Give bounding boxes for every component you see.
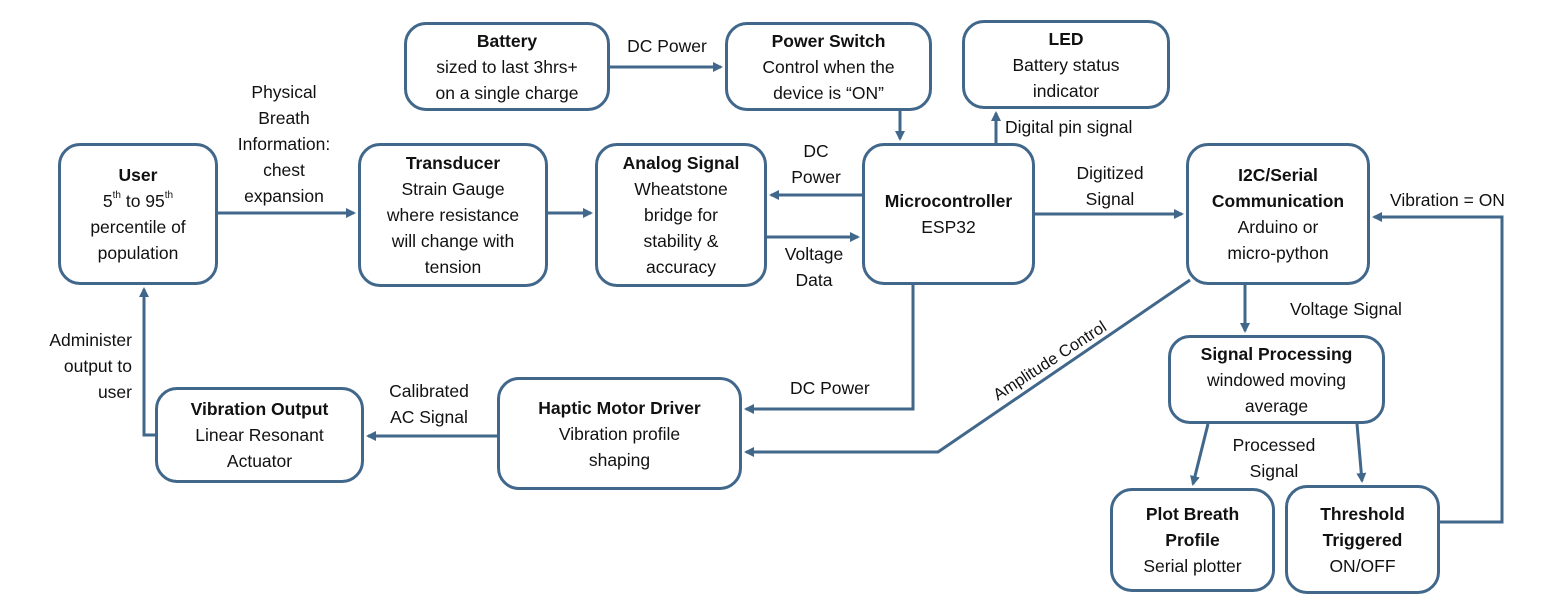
node-text: stability & xyxy=(643,231,719,251)
label-digital-pin-signal: Digital pin signal xyxy=(1005,117,1133,137)
label-breath-info: Physical Breath Information: chest expan… xyxy=(237,82,331,206)
node-text: will change with xyxy=(391,231,515,251)
node-text: bridge for xyxy=(644,205,718,225)
node-vibration-output: Vibration Output Linear Resonant Actuato… xyxy=(155,387,364,483)
node-text: sized to last 3hrs+ xyxy=(436,56,578,77)
edge-signalproc-threshold xyxy=(1355,423,1367,483)
node-transducer: Transducer Strain Gauge where resistance… xyxy=(358,143,548,287)
label-dc-power-haptic: DC Power xyxy=(790,378,870,398)
node-title: Power Switch xyxy=(771,30,886,51)
node-title: Profile xyxy=(1165,530,1220,550)
node-title: I2C/Serial xyxy=(1238,165,1318,185)
node-analog-signal: Analog Signal Wheatstone bridge for stab… xyxy=(595,143,767,287)
node-text: Wheatstone xyxy=(634,179,728,199)
node-text: shaping xyxy=(588,449,651,470)
node-text: indicator xyxy=(1032,80,1100,101)
node-text: Linear Resonant xyxy=(195,425,324,445)
node-threshold-triggered: Threshold Triggered ON/OFF xyxy=(1285,485,1440,594)
node-user: User 5th to 95th percentile of populatio… xyxy=(58,143,218,285)
node-title: Transducer xyxy=(405,153,501,173)
node-battery: Battery sized to last 3hrs+ on a single … xyxy=(404,22,610,111)
node-microcontroller: Microcontroller ESP32 xyxy=(862,143,1035,285)
node-title: Microcontroller xyxy=(884,191,1013,211)
node-text: Arduino or xyxy=(1237,217,1319,237)
node-plot-breath-profile: Plot Breath Profile Serial plotter xyxy=(1110,488,1275,592)
node-text: Strain Gauge xyxy=(401,179,505,199)
node-i2c-serial: I2C/Serial Communication Arduino or micr… xyxy=(1186,143,1370,285)
node-text: Control when the xyxy=(762,56,895,77)
node-text: average xyxy=(1244,395,1309,416)
edge-vibration-user xyxy=(139,287,155,437)
node-text: accuracy xyxy=(645,257,717,277)
edge-threshold-i2c xyxy=(1372,212,1504,524)
label-voltage-data: Voltage Data xyxy=(784,244,844,290)
edge-signalproc-plot xyxy=(1190,423,1210,486)
node-haptic-motor-driver: Haptic Motor Driver Vibration profile sh… xyxy=(497,377,742,490)
node-title: User xyxy=(118,165,158,185)
edge-micro-haptic xyxy=(744,285,915,414)
label-dc-power-battery: DC Power xyxy=(627,36,707,56)
node-title: Triggered xyxy=(1322,529,1403,550)
node-title: Battery xyxy=(476,30,538,51)
node-title: Communication xyxy=(1211,191,1345,211)
node-title: Haptic Motor Driver xyxy=(538,397,701,418)
node-text: tension xyxy=(424,257,482,277)
label-vibration-on: Vibration = ON xyxy=(1390,190,1505,210)
node-text: Actuator xyxy=(226,451,293,471)
node-text: Vibration profile xyxy=(558,423,681,444)
node-text: micro-python xyxy=(1227,243,1329,263)
node-text: percentile of xyxy=(90,217,186,237)
node-text: ON/OFF xyxy=(1329,555,1396,576)
node-text: Serial plotter xyxy=(1143,556,1242,576)
node-text: ESP32 xyxy=(921,217,976,237)
node-title: Analog Signal xyxy=(622,153,740,173)
label-digitized-signal: Digitized Signal xyxy=(1076,163,1144,209)
label-voltage-signal: Voltage Signal xyxy=(1290,299,1402,319)
node-text: population xyxy=(97,243,179,263)
label-administer-output: Administer output to user xyxy=(49,330,132,402)
node-title: Signal Processing xyxy=(1200,343,1353,364)
node-text: 5th to 95th xyxy=(102,190,174,211)
label-processed-signal: Processed Signal xyxy=(1232,435,1316,481)
node-text: Battery status xyxy=(1012,54,1120,75)
node-title: Vibration Output xyxy=(190,399,329,419)
node-power-switch: Power Switch Control when the device is … xyxy=(725,22,932,111)
node-title: Plot Breath xyxy=(1145,504,1240,524)
node-text: windowed moving xyxy=(1206,369,1347,390)
node-text: on a single charge xyxy=(435,82,579,103)
node-title: LED xyxy=(1048,28,1084,49)
node-text: device is “ON” xyxy=(773,82,884,103)
node-title: Threshold xyxy=(1320,503,1405,524)
edge-i2c-haptic xyxy=(744,278,1191,457)
label-dc-power-analog: DC Power xyxy=(791,141,841,187)
label-calibrated-ac-signal: Calibrated AC Signal xyxy=(389,381,469,427)
node-text: where resistance xyxy=(386,205,520,225)
node-led: LED Battery status indicator xyxy=(962,20,1170,109)
node-signal-processing: Signal Processing windowed moving averag… xyxy=(1168,335,1385,424)
